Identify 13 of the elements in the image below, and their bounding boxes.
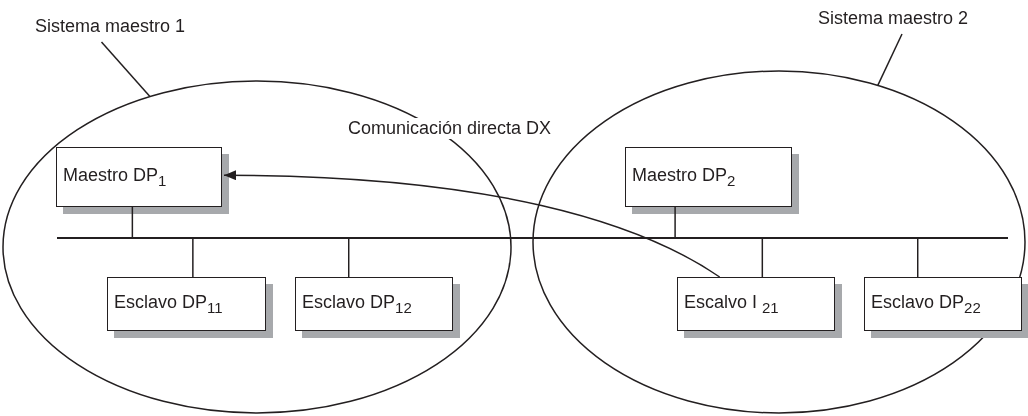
bus-connector <box>347 238 350 278</box>
system-label: Sistema maestro 2 <box>818 8 1018 34</box>
leader-line <box>100 41 151 98</box>
edge-label: Comunicación directa DX <box>346 118 554 139</box>
bus-line <box>57 237 1008 239</box>
bus-connector <box>674 206 676 238</box>
leader-line <box>877 33 903 87</box>
bus-connector <box>131 206 134 238</box>
system-label: Sistema maestro 1 <box>35 16 225 42</box>
bus-connector <box>916 238 919 278</box>
arrow <box>223 170 721 278</box>
bus-connector <box>761 238 764 278</box>
bus-connector <box>192 238 194 278</box>
